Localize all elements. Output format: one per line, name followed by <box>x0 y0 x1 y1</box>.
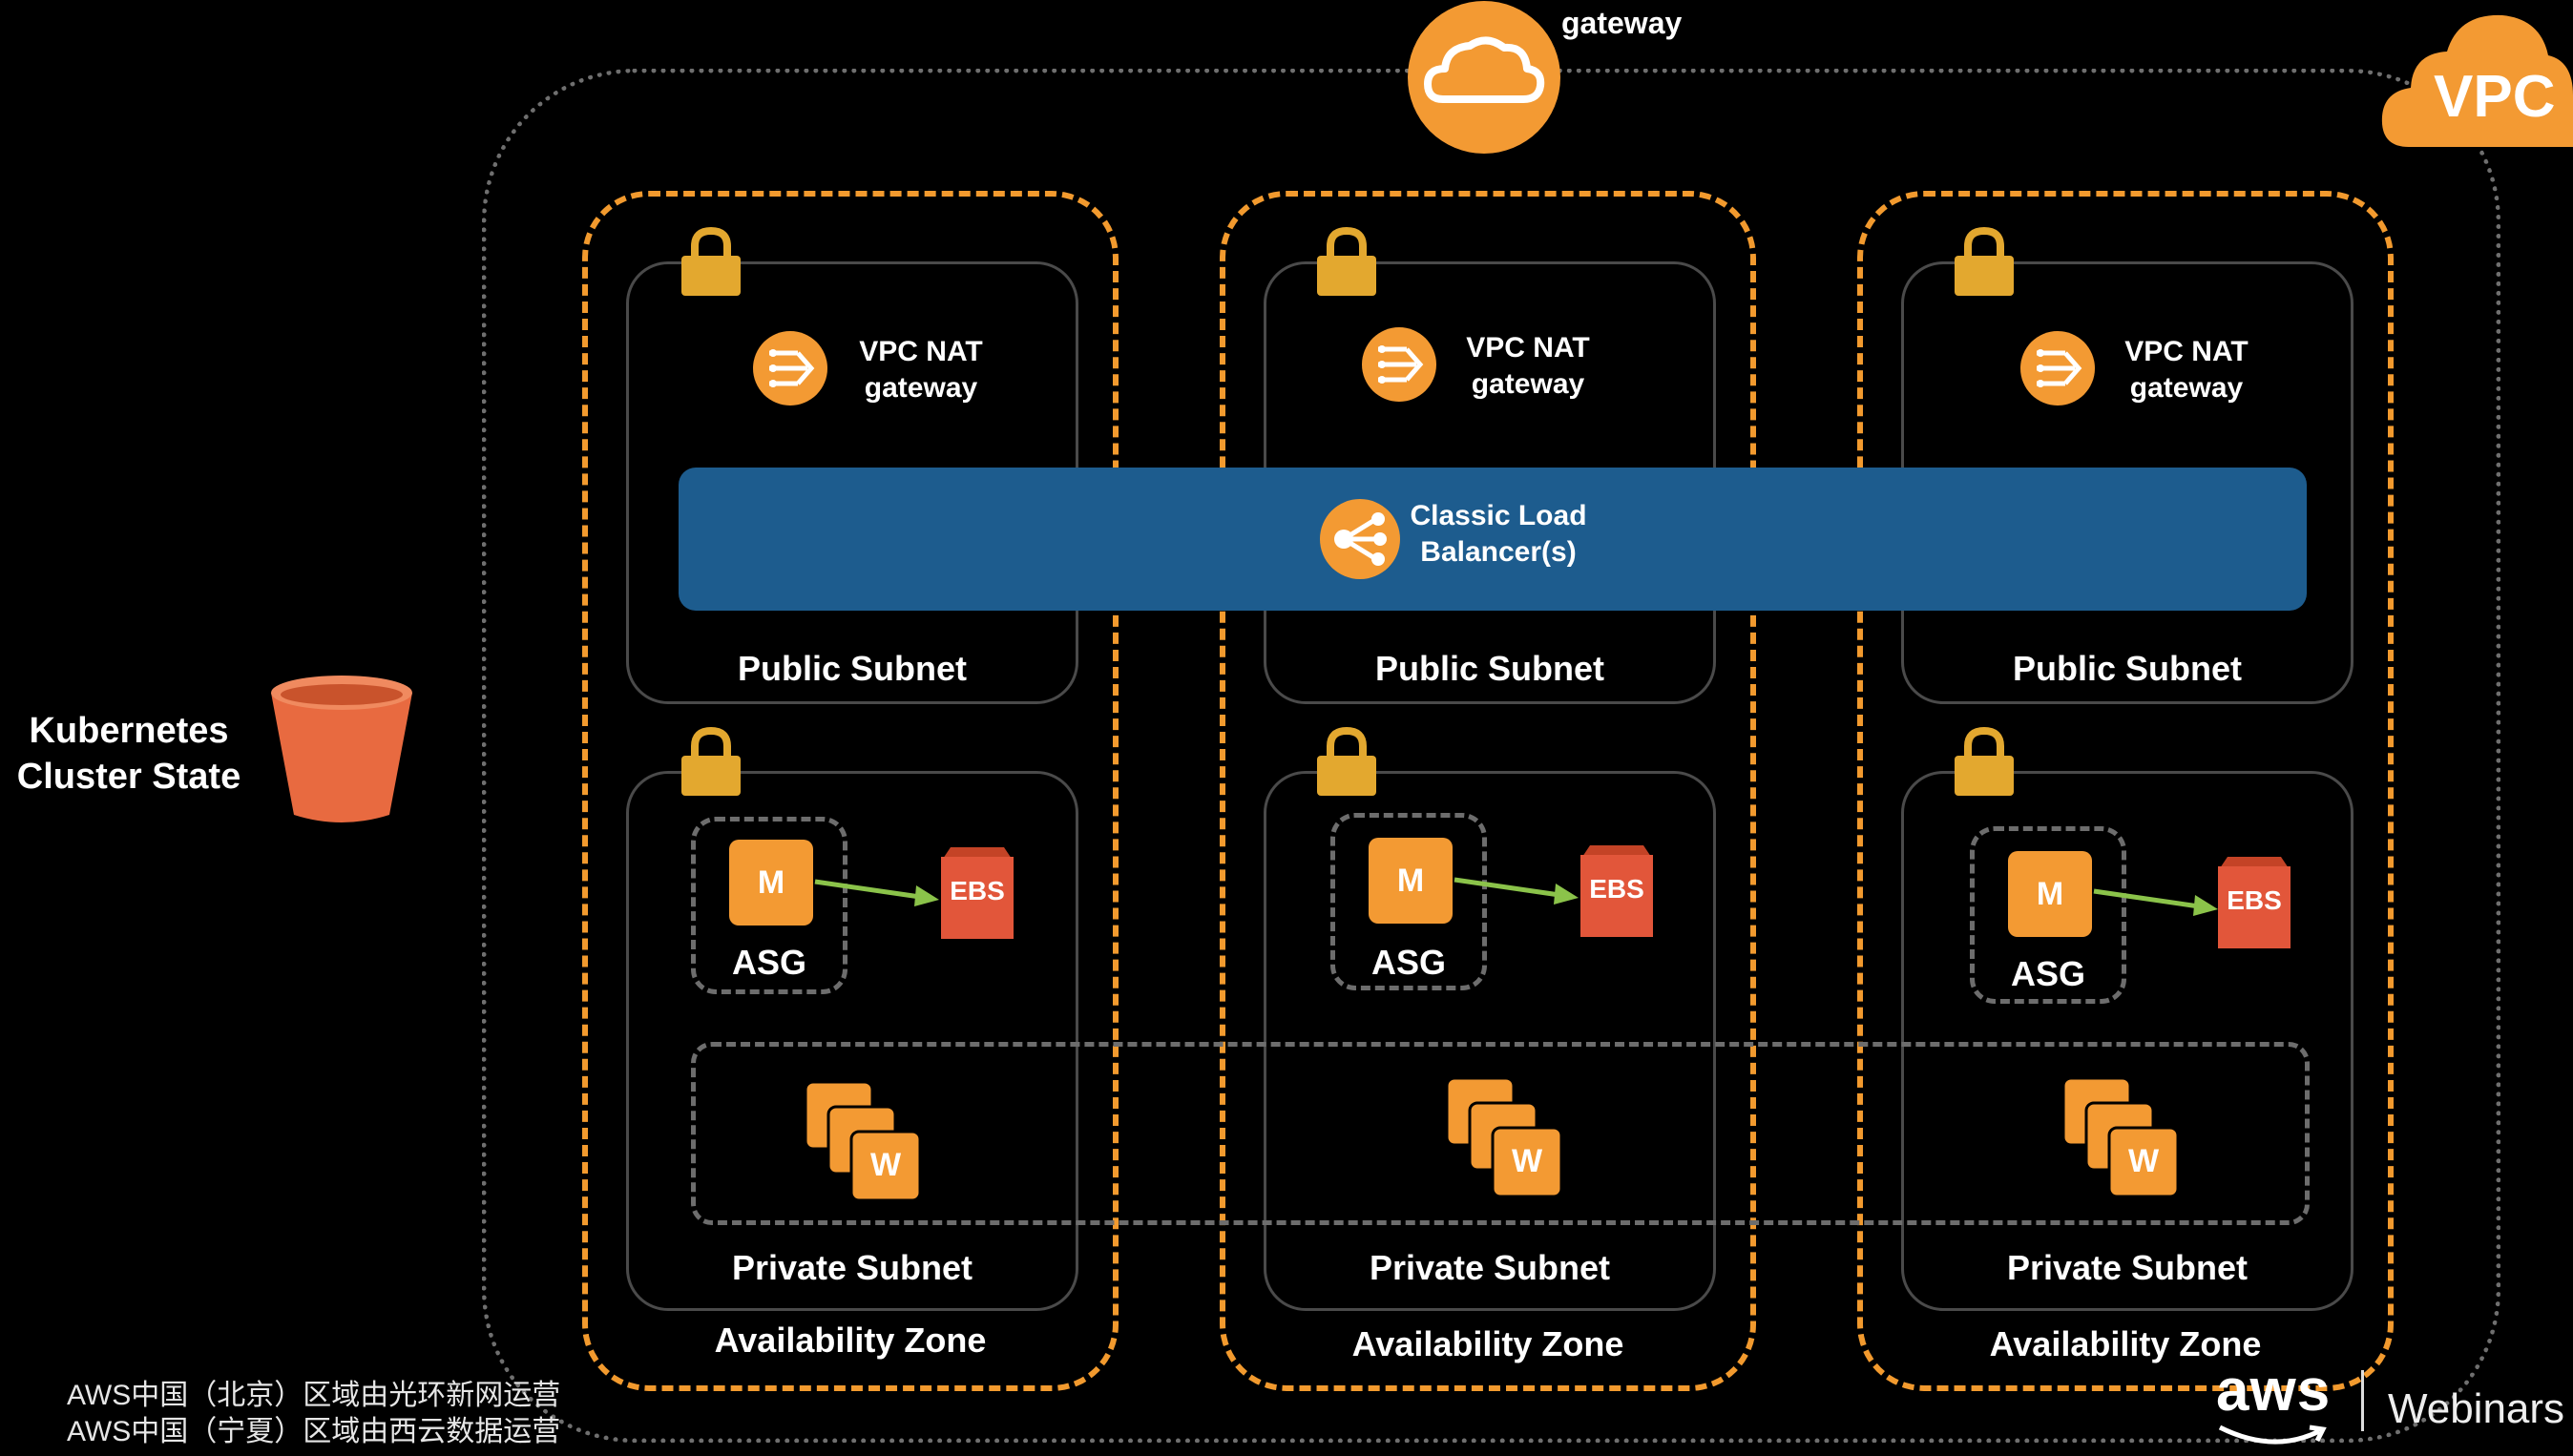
lock-icon <box>1955 226 2014 296</box>
private-subnet-label-3: Private Subnet <box>2006 1248 2249 1287</box>
lock-icon <box>1955 726 2014 796</box>
public-subnet-label-1: Public Subnet <box>737 649 967 688</box>
lock-icon <box>681 726 741 796</box>
master-node-3: M <box>2008 851 2092 937</box>
asg-group-1 <box>691 817 847 994</box>
cluster-state-line1: Kubernetes <box>29 711 229 751</box>
vpc-badge: VPC <box>2380 4 2573 149</box>
aws-smile-icon <box>2218 1425 2327 1445</box>
cluster-state-title: Kubernetes Cluster State <box>10 708 248 800</box>
aws-logo-text: aws <box>2216 1358 2332 1424</box>
aws-logo: aws <box>2208 1357 2342 1456</box>
gateway-label: gateway <box>1561 6 1683 40</box>
public-subnet-label-3: Public Subnet <box>2012 649 2242 688</box>
footer-divider <box>2361 1370 2364 1431</box>
lb-line2: Balancer(s) <box>1420 536 1577 568</box>
load-balancer-icon <box>1320 499 1400 579</box>
nat-line1: VPC NAT <box>2124 336 2249 367</box>
worker-label-1: W <box>869 1147 902 1183</box>
vpc-cloud-icon <box>2381 14 2573 148</box>
availability-zone-2 <box>1220 191 1756 1391</box>
master-node-2: M <box>1369 838 1453 924</box>
worker-stack-3: W <box>2061 1076 2186 1210</box>
webinars-label: Webinars <box>2388 1385 2565 1432</box>
load-balancer-band <box>679 468 2307 611</box>
worker-label-3: W <box>2127 1143 2160 1179</box>
worker-pool-group <box>691 1042 2310 1225</box>
private-subnet-label-2: Private Subnet <box>1369 1248 1611 1287</box>
ebs-label-3: EBS <box>2227 885 2282 915</box>
bucket-icon <box>271 676 412 822</box>
worker-stack-icon <box>804 1080 922 1202</box>
nat-gateway-icon <box>2020 331 2095 406</box>
asg-group-3 <box>1970 826 2126 1004</box>
asg-label-3: ASG <box>2010 954 2085 993</box>
asg-group-2 <box>1330 813 1487 990</box>
public-subnet-label-2: Public Subnet <box>1374 649 1604 688</box>
arrow-icon <box>814 879 939 906</box>
private-subnet-box-1 <box>626 771 1078 1311</box>
ebs-label-2: EBS <box>1589 874 1644 904</box>
asg-label-2: ASG <box>1370 943 1446 982</box>
arrow-icon <box>2093 888 2218 916</box>
worker-stack-icon <box>2061 1076 2180 1198</box>
availability-zone-1 <box>582 191 1119 1391</box>
worker-stack-1: W <box>804 1080 928 1214</box>
footer-line2: AWS中国（宁夏）区域由西云数据运营 <box>67 1416 561 1447</box>
nat-line1: VPC NAT <box>1466 332 1590 364</box>
availability-zone-label-2: Availability Zone <box>1351 1324 1624 1363</box>
cluster-state-line2: Cluster State <box>16 757 241 797</box>
worker-stack-2: W <box>1445 1076 1569 1210</box>
availability-zone-label-3: Availability Zone <box>1989 1324 2262 1363</box>
lock-icon <box>1317 226 1376 296</box>
asg-label-1: ASG <box>731 943 806 982</box>
nat-line2: gateway <box>2129 372 2244 404</box>
ebs-volume-icon <box>1580 845 1653 937</box>
private-subnet-box-3 <box>1901 771 2353 1311</box>
worker-stack-icon <box>1445 1076 1563 1198</box>
availability-zone-label-1: Availability Zone <box>714 1321 987 1360</box>
nat-gateway-icon <box>753 331 827 406</box>
nat-gateway-label-2: VPC NAT gateway <box>1439 330 1617 403</box>
load-balancer-label: Classic Load Balancer(s) <box>1403 498 1594 571</box>
worker-label-2: W <box>1511 1143 1543 1179</box>
nat-gateway-label-1: VPC NAT gateway <box>832 334 1010 406</box>
lock-icon <box>681 226 741 296</box>
private-subnet-box-2 <box>1264 771 1716 1311</box>
ebs-volume-icon <box>941 847 1014 939</box>
private-subnet-label-1: Private Subnet <box>731 1248 973 1287</box>
master-node-1: M <box>729 840 813 926</box>
footer-line1: AWS中国（北京）区域由光环新网运营 <box>67 1380 561 1411</box>
nat-line1: VPC NAT <box>859 336 983 367</box>
nat-line2: gateway <box>1471 368 1585 400</box>
vpc-label: VPC <box>2434 64 2556 130</box>
lock-icon <box>1317 726 1376 796</box>
nat-gateway-label-3: VPC NAT gateway <box>2098 334 2275 406</box>
nat-gateway-icon <box>1362 327 1436 402</box>
nat-line2: gateway <box>864 372 978 404</box>
availability-zone-3 <box>1857 191 2394 1391</box>
arrow-icon <box>1454 877 1579 905</box>
lb-line1: Classic Load <box>1410 500 1587 531</box>
ebs-label-1: EBS <box>950 876 1005 905</box>
cloud-icon <box>1408 1 1560 154</box>
ebs-volume-icon <box>2218 857 2291 948</box>
